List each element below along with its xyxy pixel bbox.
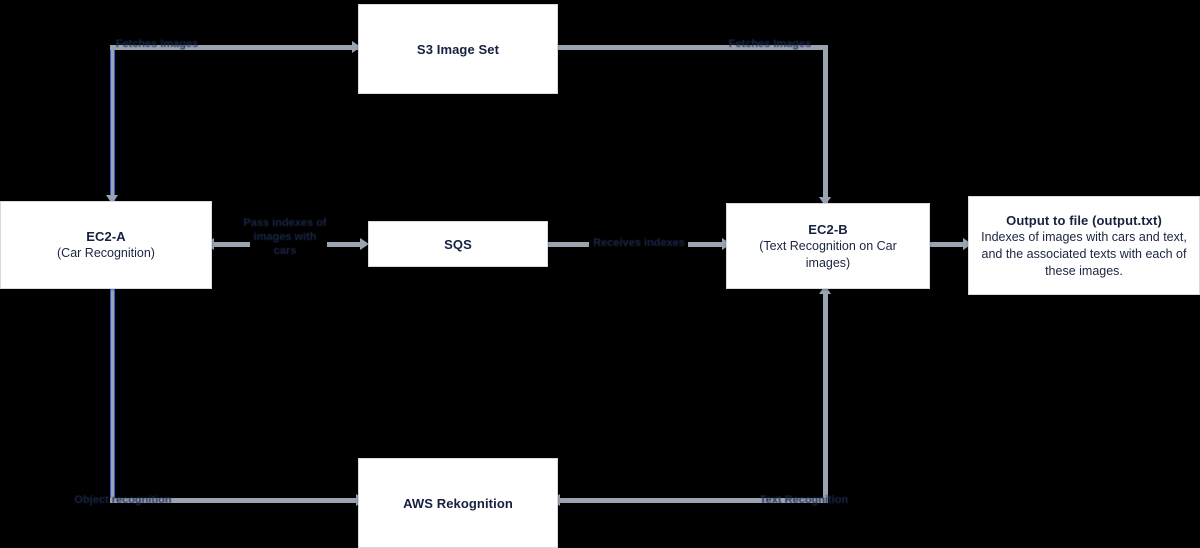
node-ec2-b[interactable]: EC2-B (Text Recognition on Car images) [726, 203, 930, 289]
node-aws-rekognition[interactable]: AWS Rekognition [358, 458, 558, 548]
edge-label-fetches-images-left: Fetches Images [115, 38, 199, 50]
connector-ec2a-to-top[interactable] [110, 48, 115, 203]
edge-label-text-recognition: Text Recognition [759, 494, 849, 506]
edge-label-fetches-images-right: Fetches Images [728, 38, 812, 50]
connector-rek-to-bottom-right[interactable] [556, 498, 828, 503]
node-ec2-a[interactable]: EC2-A (Car Recognition) [0, 201, 212, 289]
node-ec2a-subtitle: (Car Recognition) [57, 246, 155, 260]
connector-sqs-to-ec2b-a[interactable] [547, 242, 589, 247]
connector-sqs-to-ec2b-b[interactable] [688, 242, 728, 247]
arrowhead-into-output [963, 238, 972, 250]
connector-ec2a-to-sqs-b[interactable] [327, 242, 365, 247]
connector-bottom-left-to-rek[interactable] [110, 498, 362, 503]
node-output-title: Output to file (output.txt) [1006, 212, 1162, 228]
node-ec2b-title: EC2-B [808, 221, 848, 237]
node-output-file[interactable]: Output to file (output.txt) Indexes of i… [968, 196, 1200, 295]
connector-bottom-right-to-ec2b[interactable] [823, 288, 828, 501]
arrowhead-into-ec2a-top [106, 195, 118, 204]
node-ec2b-subtitle: (Text Recognition on Car images) [759, 238, 897, 270]
connector-top-left-to-s3[interactable] [110, 45, 360, 50]
arrowhead-into-s3-left [352, 41, 361, 53]
node-output-description: Indexes of images with cars and text, an… [981, 229, 1187, 278]
edge-label-object-recognition: Object recognition [74, 494, 172, 506]
connector-ec2b-to-output[interactable] [928, 242, 970, 247]
node-s3-title: S3 Image Set [416, 41, 500, 57]
node-ec2a-title: EC2-A [86, 229, 126, 244]
connector-ec2a-to-bottom[interactable] [110, 288, 115, 501]
connector-ec2a-to-sqs-a[interactable] [210, 242, 250, 247]
connector-s3-to-top-right[interactable] [556, 45, 828, 50]
node-rekognition-title: AWS Rekognition [403, 495, 513, 511]
edge-label-receives-indexes: Receives indexes [593, 237, 685, 249]
arrowhead-into-ec2b-top [819, 197, 831, 206]
connector-top-right-to-ec2b[interactable] [823, 45, 828, 205]
arrowhead-into-sqs-left [360, 238, 369, 250]
arrowhead-into-ec2b-bottom [819, 285, 831, 294]
edge-label-pass-indexes: Pass indexes of images with cars [243, 217, 327, 257]
node-s3-image-set[interactable]: S3 Image Set [358, 4, 558, 94]
node-sqs[interactable]: SQS [368, 221, 548, 267]
node-sqs-title: SQS [444, 236, 472, 252]
